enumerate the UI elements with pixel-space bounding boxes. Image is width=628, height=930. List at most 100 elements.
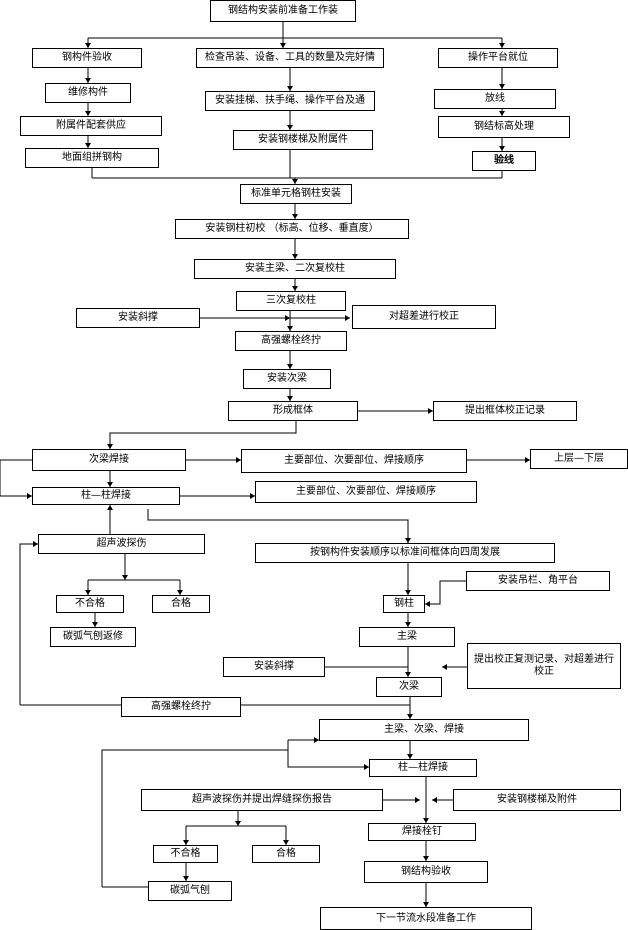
step-install-secondary-beam: 安装次梁 bbox=[243, 369, 331, 389]
step-third-check: 三次复校柱 bbox=[236, 291, 346, 311]
step-install-stairs: 安装钢楼梯及附属件 bbox=[233, 130, 373, 150]
step-main-beam: 主梁 bbox=[359, 627, 455, 647]
step-beam-welding: 主梁、次梁、焊接 bbox=[319, 719, 529, 741]
step-ultrasonic-report: 超声波探伤并提出焊缝探伤报告 bbox=[141, 789, 383, 811]
step-weld-studs: 焊接栓钉 bbox=[368, 823, 476, 841]
step-install-handrail-platform: 安装吊栏、角平台 bbox=[466, 571, 610, 591]
arrowhead bbox=[107, 482, 113, 487]
arrowhead bbox=[33, 541, 38, 547]
step-qualified-1: 合格 bbox=[152, 595, 210, 613]
step-install-bracing-2: 安装斜撑 bbox=[223, 657, 325, 677]
step-column-column-welding: 柱—柱焊接 bbox=[32, 487, 180, 505]
step-form-frame: 形成框体 bbox=[228, 401, 358, 421]
step-preparation: 钢结构安装前准备工作装 bbox=[210, 0, 356, 22]
step-steel-structure-acceptance: 钢结构验收 bbox=[364, 861, 488, 883]
arrowhead bbox=[499, 43, 505, 48]
arrowhead bbox=[405, 622, 411, 627]
arrowhead bbox=[292, 214, 298, 219]
arrowhead bbox=[432, 797, 437, 803]
arrowhead bbox=[285, 315, 290, 321]
step-line-check: 验线 bbox=[472, 151, 536, 171]
step-frame-correction-record: 提出框体校正记录 bbox=[433, 401, 577, 421]
arrowhead bbox=[442, 664, 447, 670]
arrowhead bbox=[405, 590, 411, 595]
step-secondary-beam-welding: 次梁焊接 bbox=[32, 449, 186, 471]
arrowhead bbox=[405, 538, 411, 543]
connector bbox=[109, 421, 297, 449]
arrowhead bbox=[280, 43, 286, 48]
arrowhead bbox=[292, 286, 298, 291]
step-welding-sequence-2: 主要部位、次要部位、焊接顺序 bbox=[255, 481, 477, 503]
connector bbox=[0, 459, 32, 497]
step-standard-unit-column: 标准单元格钢柱安装 bbox=[240, 184, 352, 204]
arrowhead bbox=[235, 821, 241, 826]
step-install-stairs-2: 安装钢楼梯及附件 bbox=[453, 789, 621, 811]
step-elevation-treatment: 钢结标高处理 bbox=[438, 116, 570, 138]
step-recheck-record: 提出校正复测记录、对超差进行校正 bbox=[467, 643, 621, 689]
arrowhead bbox=[364, 764, 369, 770]
arrowhead bbox=[85, 143, 91, 148]
step-ultrasonic-test: 超声波探伤 bbox=[38, 534, 205, 554]
arrowhead bbox=[287, 86, 293, 91]
arrowhead bbox=[287, 125, 293, 130]
arrowhead bbox=[405, 672, 411, 677]
arrowhead bbox=[292, 179, 298, 184]
step-hs-bolt-final: 高强螺栓终拧 bbox=[235, 331, 347, 351]
arrowhead bbox=[428, 408, 433, 414]
step-qualified-2: 合格 bbox=[252, 845, 320, 863]
step-install-ladders: 安装挂梯、扶手绳、操作平台及通 bbox=[205, 91, 375, 111]
step-correct-deviation: 对超差进行校正 bbox=[352, 305, 496, 329]
arrowhead bbox=[499, 111, 505, 116]
connector bbox=[19, 543, 38, 705]
arrowhead bbox=[423, 818, 429, 823]
arrowhead bbox=[407, 714, 413, 719]
arrowhead bbox=[499, 84, 505, 89]
step-check-equipment: 检查吊装、设备、工具的数量及完好情 bbox=[196, 48, 384, 68]
arrowhead bbox=[407, 754, 413, 759]
step-accessory-supply: 附属件配套供应 bbox=[20, 116, 162, 136]
arrowhead bbox=[85, 43, 91, 48]
connector bbox=[425, 580, 466, 605]
arrowhead bbox=[122, 575, 128, 580]
step-component-acceptance: 钢构件验收 bbox=[32, 48, 142, 68]
step-arc-gouging-repair: 碳弧气刨返修 bbox=[50, 627, 136, 647]
arrowhead bbox=[423, 902, 429, 907]
arrowhead bbox=[283, 840, 289, 845]
arrowhead bbox=[415, 797, 420, 803]
arrowhead bbox=[499, 146, 505, 151]
arrowhead bbox=[250, 493, 255, 499]
connector bbox=[101, 749, 288, 887]
arrowhead bbox=[236, 457, 241, 463]
arrowhead bbox=[183, 840, 189, 845]
arrowhead bbox=[287, 396, 293, 401]
arrowhead bbox=[345, 315, 350, 321]
arrowhead bbox=[85, 111, 91, 116]
arrowhead bbox=[287, 364, 293, 369]
connector bbox=[287, 740, 369, 768]
step-next-section: 下一节流水段准备工作 bbox=[320, 907, 532, 930]
arrowhead bbox=[423, 856, 429, 861]
step-main-beam-second-check: 安装主梁、二次复校柱 bbox=[194, 259, 396, 279]
step-hs-bolt-final-2: 高强螺栓终拧 bbox=[121, 697, 241, 717]
step-steel-column: 钢柱 bbox=[383, 595, 425, 613]
step-secondary-beam: 次梁 bbox=[376, 677, 442, 697]
arrowhead bbox=[425, 601, 430, 607]
step-installation-sequence: 按钢构件安装顺序以标准间框体向四周发展 bbox=[255, 543, 555, 563]
arrowhead bbox=[525, 457, 530, 463]
arrowhead bbox=[92, 622, 98, 627]
step-arc-gouging: 碳弧气刨 bbox=[148, 881, 232, 901]
arrowhead bbox=[183, 876, 189, 881]
step-column-initial-check: 安装钢柱初校 （标高、位移、垂直度） bbox=[175, 219, 409, 239]
step-repair-components: 维修构件 bbox=[45, 83, 131, 103]
arrowhead bbox=[27, 493, 32, 499]
step-welding-sequence-1: 主要部位、次要部位、焊接顺序 bbox=[241, 449, 467, 473]
arrowhead bbox=[107, 505, 113, 510]
step-unqualified-1: 不合格 bbox=[56, 595, 124, 613]
arrowhead bbox=[85, 78, 91, 83]
arrowhead bbox=[287, 326, 293, 331]
step-platform-in-place: 操作平台就位 bbox=[438, 48, 558, 68]
step-upper-lower: 上层—下层 bbox=[530, 449, 628, 469]
arrowhead bbox=[107, 444, 113, 449]
